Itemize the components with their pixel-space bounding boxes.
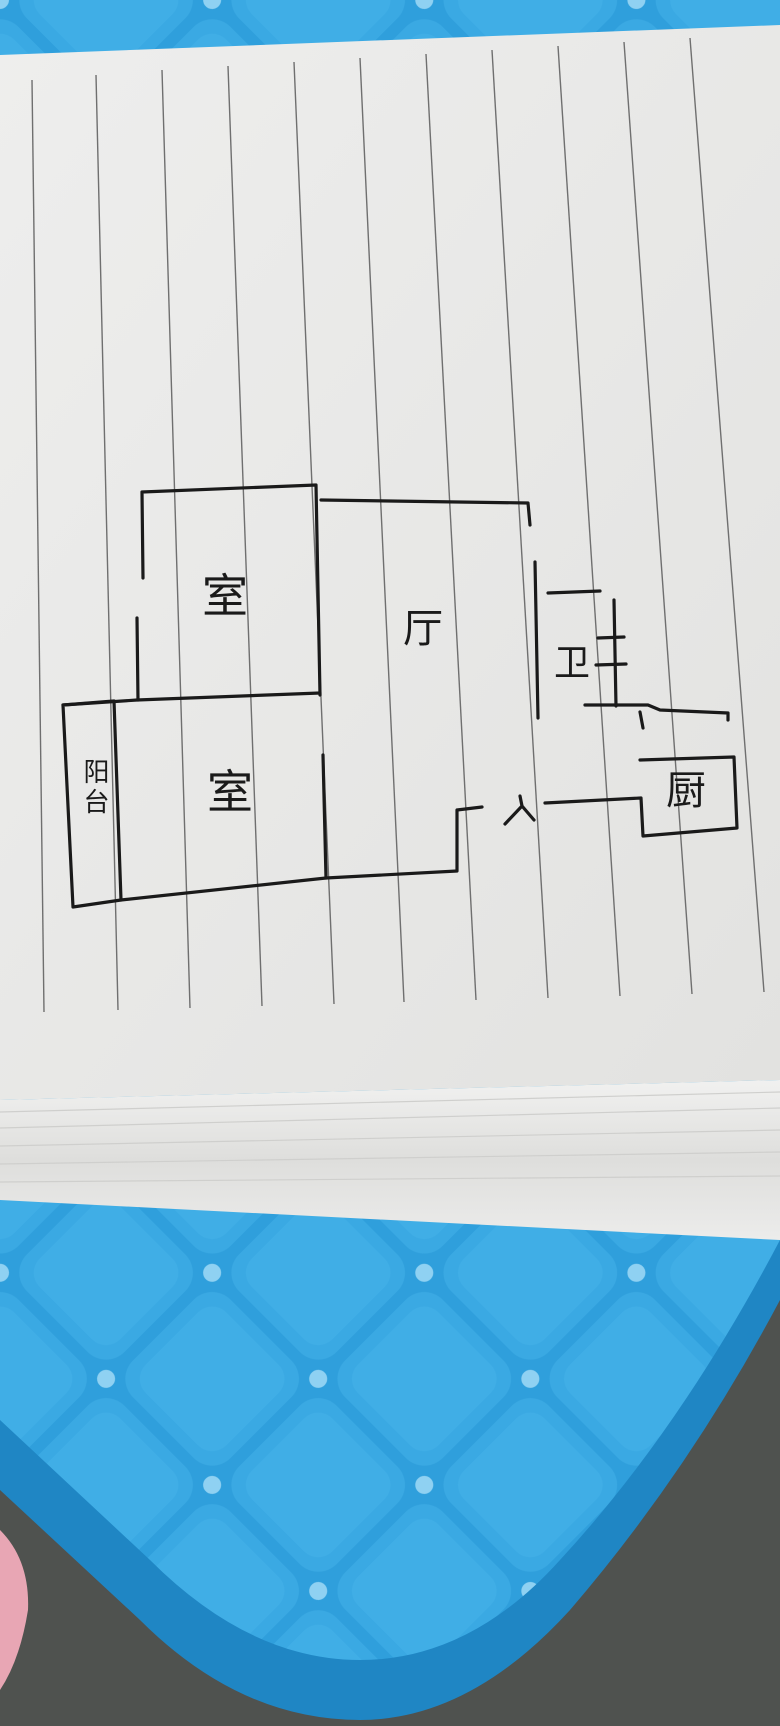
- page-stack-lines: [0, 1091, 780, 1183]
- label-bedroom-top: 室: [202, 569, 248, 623]
- wall-bedroom-top-left-lower: [135, 616, 140, 702]
- wall-bathroom: [546, 589, 602, 595]
- wall-bathroom-right: [612, 598, 618, 708]
- ruled-lines: [31, 37, 765, 1013]
- label-living-room: 厅: [403, 606, 443, 652]
- wall-bathroom-ticks: [594, 635, 628, 667]
- wall-bedroom-top: [140, 483, 322, 697]
- wall-bottom: [119, 805, 484, 902]
- wall-living-room-left-lower: [321, 753, 328, 880]
- entrance-arrow: [503, 794, 536, 826]
- label-kitchen: 厨: [666, 768, 706, 814]
- wall-balcony: [61, 699, 123, 909]
- wall-bathroom-bottom: [583, 703, 730, 722]
- label-bathroom: 卫: [554, 643, 590, 684]
- wall-kitchen: [543, 755, 739, 838]
- notebook-page: [0, 25, 780, 1100]
- label-bedroom-bottom: 室: [207, 765, 253, 819]
- label-balcony: 阳台: [79, 758, 109, 818]
- blue-table-rim: [0, 1240, 780, 1720]
- notebook-page-stack: [0, 1080, 780, 1240]
- pink-object: [0, 1530, 29, 1690]
- wall-living-room-right: [533, 560, 540, 720]
- floor-plan-sketch: [61, 483, 739, 909]
- wall-living-room: [319, 498, 532, 527]
- wall-bathroom-notch: [638, 710, 645, 730]
